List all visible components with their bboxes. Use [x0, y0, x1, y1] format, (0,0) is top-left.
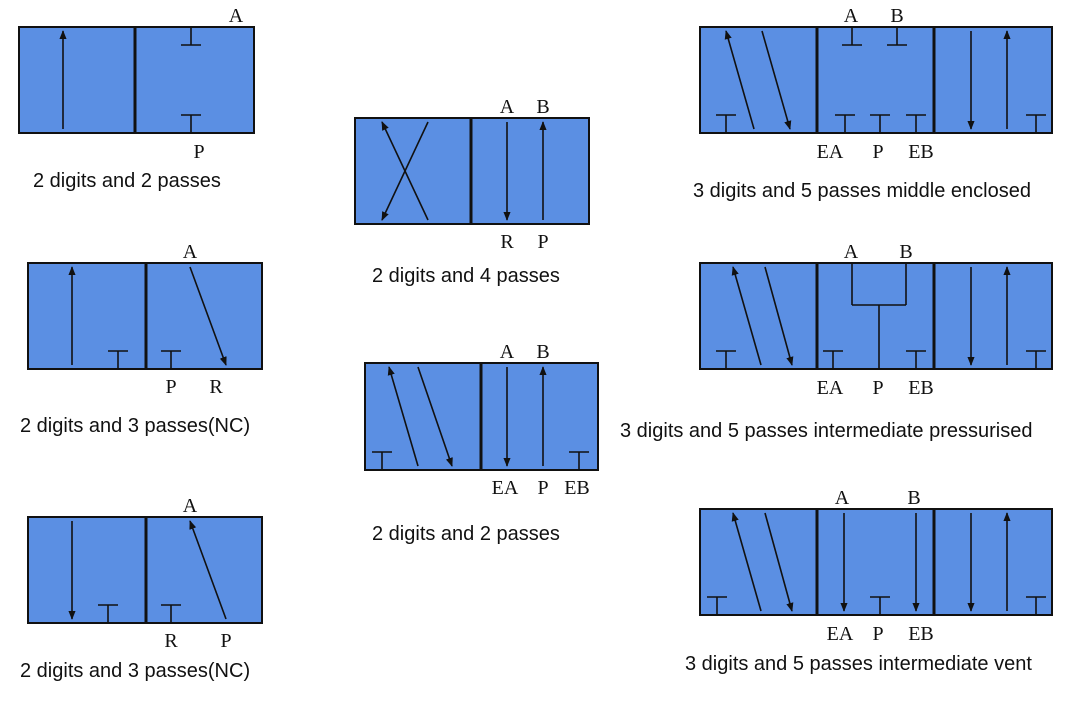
valve-symbol: A B EA P EB 3 digits and 5 passes middle encl… [693, 5, 1053, 202]
port-label-bottom: EB [908, 623, 934, 645]
blocked-port-symbol [887, 27, 907, 46]
port-label-bottom: EA [827, 623, 854, 645]
valve-body [699, 262, 1053, 370]
blocked-port-symbol [1026, 596, 1046, 615]
blocked-port-symbol [372, 451, 392, 470]
flow-arrow [381, 121, 429, 221]
blocked-port-symbol [870, 596, 890, 615]
blocked-port-symbol [842, 27, 862, 46]
blocked-port-symbol [870, 114, 890, 133]
blocked-port-symbol [108, 350, 128, 369]
port-label-top: A [183, 495, 198, 517]
port-label-top: A [183, 241, 198, 263]
port-label-bottom: EA [817, 141, 844, 163]
flow-arrow [724, 30, 755, 130]
valve-symbol: A R P 2 digits and 3 passes(NC) [20, 495, 263, 682]
blocked-port-symbol [181, 114, 201, 133]
port-label-bottom: P [872, 377, 883, 399]
valve-symbol: A P 2 digits and 2 passes [18, 5, 255, 192]
port-label-bottom: EB [908, 141, 934, 163]
port-label-top: A [500, 96, 515, 118]
valve-body [699, 26, 1053, 134]
blocked-port-symbol [716, 114, 736, 133]
pressure-fork [851, 263, 907, 369]
port-label-bottom: EA [817, 377, 844, 399]
valve-caption: 3 digits and 5 passes intermediate press… [620, 420, 1032, 442]
valve-symbol: A B EA P EB 3 digits and 5 passes intermediat… [620, 241, 1053, 442]
blocked-port-symbol [1026, 350, 1046, 369]
blocked-port-symbol [716, 350, 736, 369]
valve-caption: 3 digits and 5 passes intermediate vent [685, 653, 1032, 675]
port-label-bottom: P [872, 141, 883, 163]
port-label-top: A [844, 241, 859, 263]
blocked-port-symbol [823, 350, 843, 369]
port-label-bottom: P [537, 477, 548, 499]
port-label-top: B [899, 241, 912, 263]
flow-arrow [731, 512, 762, 612]
port-label-top: B [907, 487, 920, 509]
port-label-top: B [890, 5, 903, 27]
port-label-top: A [835, 487, 850, 509]
valve-caption: 2 digits and 2 passes [372, 523, 560, 545]
flow-arrow [387, 366, 419, 467]
flow-arrow [731, 266, 762, 366]
valve-caption: 3 digits and 5 passes middle enclosed [693, 180, 1031, 202]
blocked-port-symbol [181, 27, 201, 46]
valve-caption: 2 digits and 4 passes [372, 265, 560, 287]
port-label-bottom: P [165, 376, 176, 398]
port-label-bottom: R [500, 231, 514, 253]
flow-arrow [189, 266, 227, 366]
blocked-port-symbol [161, 604, 181, 623]
blocked-port-symbol [98, 604, 118, 623]
port-label-bottom: R [164, 630, 178, 652]
valve-caption: 2 digits and 2 passes [33, 170, 221, 192]
flow-arrow [189, 520, 227, 620]
port-label-top: A [844, 5, 859, 27]
port-label-bottom: P [872, 623, 883, 645]
port-label-bottom: EB [564, 477, 590, 499]
port-label-bottom: P [537, 231, 548, 253]
valve-symbol: A B EA P EB 3 digits and 5 passes intermediat… [685, 487, 1053, 675]
port-label-bottom: P [220, 630, 231, 652]
valve-caption: 2 digits and 3 passes(NC) [20, 415, 250, 437]
port-label-top: A [500, 341, 515, 363]
blocked-port-symbol [906, 114, 926, 133]
blocked-port-symbol [835, 114, 855, 133]
port-label-bottom: EB [908, 377, 934, 399]
valve-body [699, 508, 1053, 616]
port-label-bottom: EA [492, 477, 519, 499]
flow-arrow [761, 30, 792, 130]
port-label-top: A [229, 5, 244, 27]
port-label-top: B [536, 341, 549, 363]
valve-caption: 2 digits and 3 passes(NC) [20, 660, 250, 682]
blocked-port-symbol [1026, 114, 1046, 133]
port-label-bottom: R [209, 376, 223, 398]
flow-arrow [764, 512, 794, 612]
flow-arrow [417, 366, 453, 467]
valve-symbol: A P R 2 digits and 3 passes(NC) [20, 241, 263, 437]
blocked-port-symbol [906, 350, 926, 369]
blocked-port-symbol [707, 596, 727, 615]
port-label-top: B [536, 96, 549, 118]
port-label-bottom: P [193, 141, 204, 163]
flow-arrow [764, 266, 794, 366]
blocked-port-symbol [161, 350, 181, 369]
blocked-port-symbol [569, 451, 589, 470]
